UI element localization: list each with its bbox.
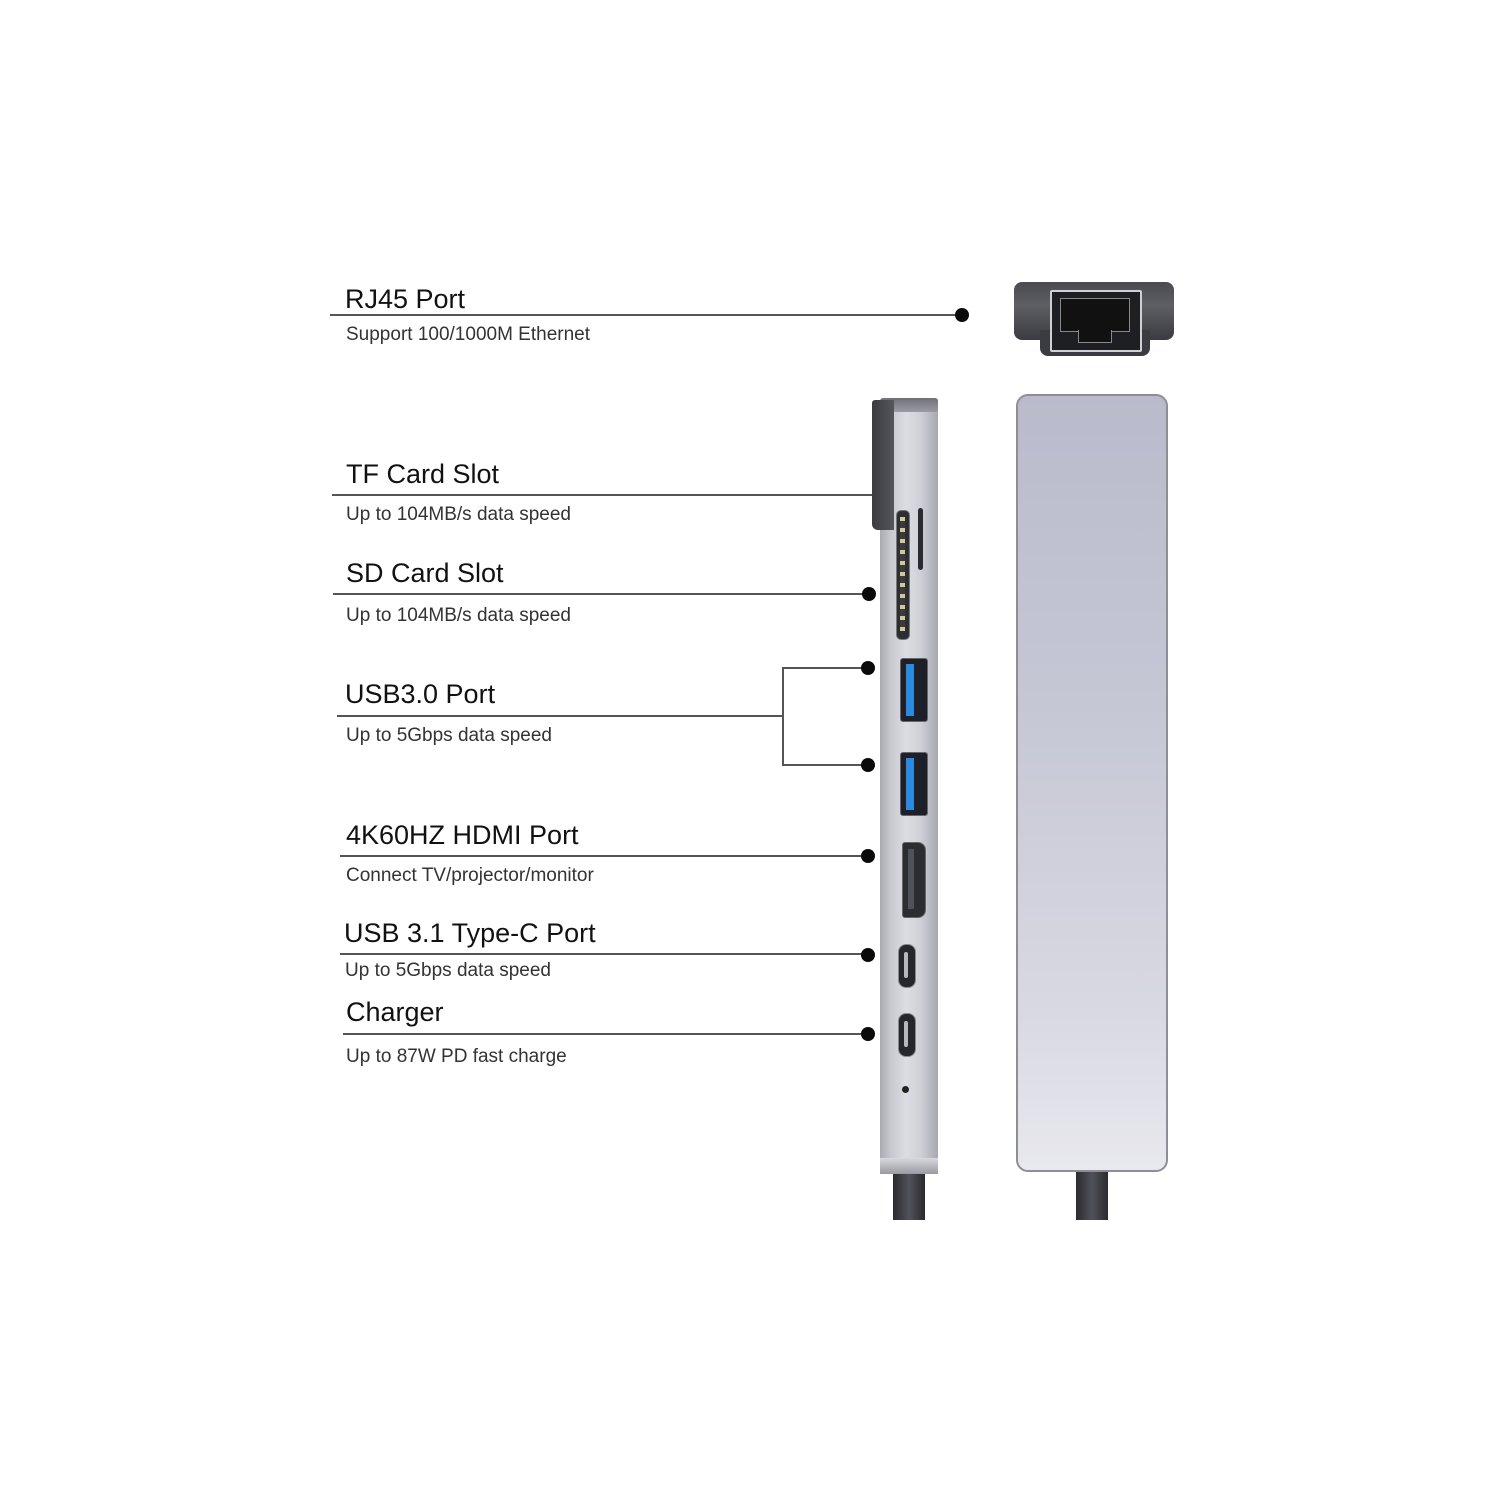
usb3-leader-line: [337, 715, 783, 717]
rj45-title: RJ45 Port: [345, 284, 466, 314]
usb3-subtitle: Up to 5Gbps data speed: [346, 725, 552, 746]
usb3-dot-1: [861, 661, 875, 675]
hdmi-leader-line: [340, 855, 868, 857]
top-body: [1016, 394, 1168, 1172]
rj45-dot: [955, 308, 969, 322]
rj45-leader-line: [330, 314, 962, 316]
hdmi-dot: [861, 849, 875, 863]
usb-c-port-icon: [898, 944, 916, 988]
rj45-side-cap: [872, 400, 894, 530]
ethernet-jack-tab: [1078, 330, 1112, 343]
usbc-dot: [861, 948, 875, 962]
charger-port-icon: [898, 1013, 916, 1057]
charger-dot: [861, 1027, 875, 1041]
hdmi-title: 4K60HZ HDMI Port: [346, 820, 579, 850]
tf-title: TF Card Slot: [346, 459, 500, 489]
usb3-title: USB3.0 Port: [345, 679, 496, 709]
hdmi-port-icon: [902, 842, 926, 918]
usb3-bracket: [782, 667, 784, 765]
usb3-dot-2: [861, 758, 875, 772]
sd-subtitle: Up to 104MB/s data speed: [346, 605, 571, 626]
led-indicator-icon: [902, 1086, 909, 1093]
sd-leader-line: [333, 593, 869, 595]
charger-title: Charger: [346, 997, 444, 1027]
tf-card-slot-icon: [918, 508, 923, 570]
charger-leader-line: [343, 1033, 868, 1035]
tf-subtitle: Up to 104MB/s data speed: [346, 504, 571, 525]
ethernet-jack-icon: [1060, 298, 1130, 332]
sd-title: SD Card Slot: [346, 558, 504, 588]
side-cable: [893, 1170, 925, 1220]
usb-a-port-icon-1: [900, 658, 928, 722]
usbc-subtitle: Up to 5Gbps data speed: [345, 960, 551, 981]
tf-leader-line: [332, 494, 922, 496]
usbc-title: USB 3.1 Type-C Port: [344, 918, 596, 948]
sd-card-slot-icon: [896, 510, 910, 640]
rj45-subtitle: Support 100/1000M Ethernet: [346, 324, 591, 345]
charger-subtitle: Up to 87W PD fast charge: [346, 1046, 567, 1067]
sd-dot: [862, 587, 876, 601]
usb3-bracket-top: [782, 667, 868, 669]
side-bottom-edge: [880, 1158, 938, 1174]
hdmi-subtitle: Connect TV/projector/monitor: [346, 865, 594, 886]
top-cable: [1076, 1168, 1108, 1220]
usb-a-port-icon-2: [900, 752, 928, 816]
usb3-bracket-bottom: [782, 764, 868, 766]
side-top-edge: [880, 398, 938, 412]
usbc-leader-line: [340, 953, 868, 955]
